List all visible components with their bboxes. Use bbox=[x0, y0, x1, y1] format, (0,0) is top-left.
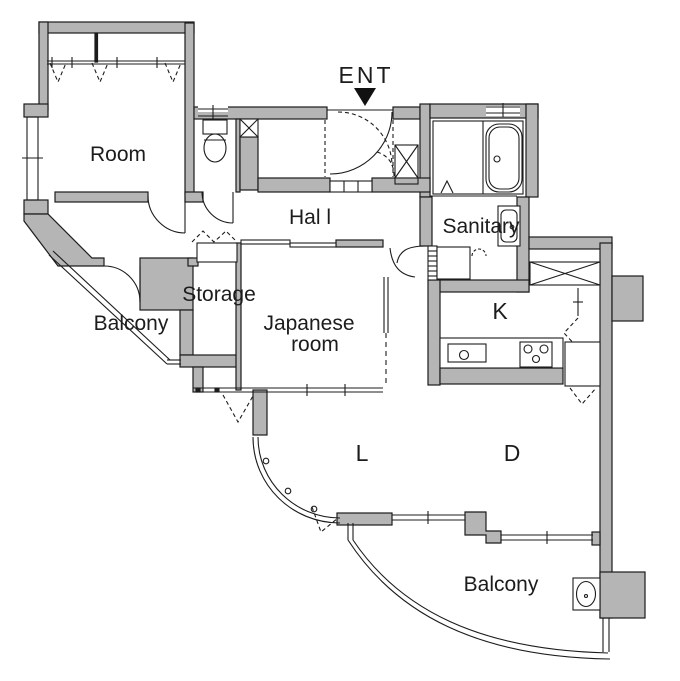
entrance-door bbox=[324, 109, 395, 177]
walls-layer bbox=[23, 21, 646, 619]
balcony-left-door bbox=[103, 265, 141, 303]
kitchen-door bbox=[563, 288, 583, 349]
entrance-step bbox=[329, 180, 373, 193]
label-hall: Hal l bbox=[289, 206, 331, 229]
toilet-door bbox=[201, 191, 234, 224]
label-sanitary: Sanitary bbox=[442, 215, 520, 238]
bath-door bbox=[440, 179, 454, 194]
washing-machine-icon bbox=[436, 246, 471, 280]
storage-door-swing bbox=[191, 230, 238, 243]
hall-door-arc bbox=[389, 247, 416, 278]
toilet-icon bbox=[202, 119, 228, 163]
label-dining: D bbox=[504, 440, 521, 466]
sanitary-door-arc bbox=[396, 245, 427, 264]
label-balcony-left: Balcony bbox=[94, 312, 169, 335]
stove-icon bbox=[519, 341, 553, 368]
faucet-icon bbox=[471, 248, 487, 257]
fixtures-layer bbox=[202, 118, 601, 611]
label-japanese-room-2: room bbox=[291, 333, 339, 356]
balcony-bottom-railing bbox=[347, 523, 611, 660]
window-swing bbox=[222, 394, 254, 424]
bathtub-icon bbox=[485, 123, 523, 193]
closet-door-swing bbox=[49, 62, 182, 84]
washbasin-icon bbox=[497, 205, 521, 247]
curved-window bbox=[252, 436, 341, 533]
slop-sink-icon bbox=[572, 577, 601, 611]
closet-x-icon bbox=[239, 118, 259, 138]
kitchen-closet-x-icon bbox=[529, 261, 601, 286]
label-living: L bbox=[356, 440, 369, 466]
label-kitchen: K bbox=[492, 298, 508, 324]
label-entrance: ENT bbox=[339, 62, 394, 88]
label-japanese-room-1: Japanese bbox=[263, 312, 354, 335]
lines-layer bbox=[22, 57, 611, 660]
refrigerator-icon bbox=[564, 341, 601, 387]
room-door bbox=[147, 195, 186, 234]
balcony-left-railing bbox=[48, 250, 181, 365]
label-room: Room bbox=[90, 143, 146, 166]
shoe-cabinet-icon bbox=[394, 144, 419, 185]
label-balcony-bottom: Balcony bbox=[464, 573, 539, 596]
entrance-arrow-icon bbox=[354, 88, 376, 106]
sanitary-door-hatch bbox=[427, 245, 438, 281]
labels-layer: Room ENT Hal l Sanitary Storage Balcony … bbox=[90, 62, 539, 596]
kitchen-counter bbox=[439, 337, 564, 369]
bay-window bbox=[22, 116, 43, 201]
fridge-door-swing bbox=[569, 387, 597, 405]
bath-window bbox=[486, 103, 520, 117]
toilet-window bbox=[198, 105, 228, 120]
south-windows bbox=[392, 511, 593, 544]
label-storage: Storage bbox=[182, 283, 256, 306]
